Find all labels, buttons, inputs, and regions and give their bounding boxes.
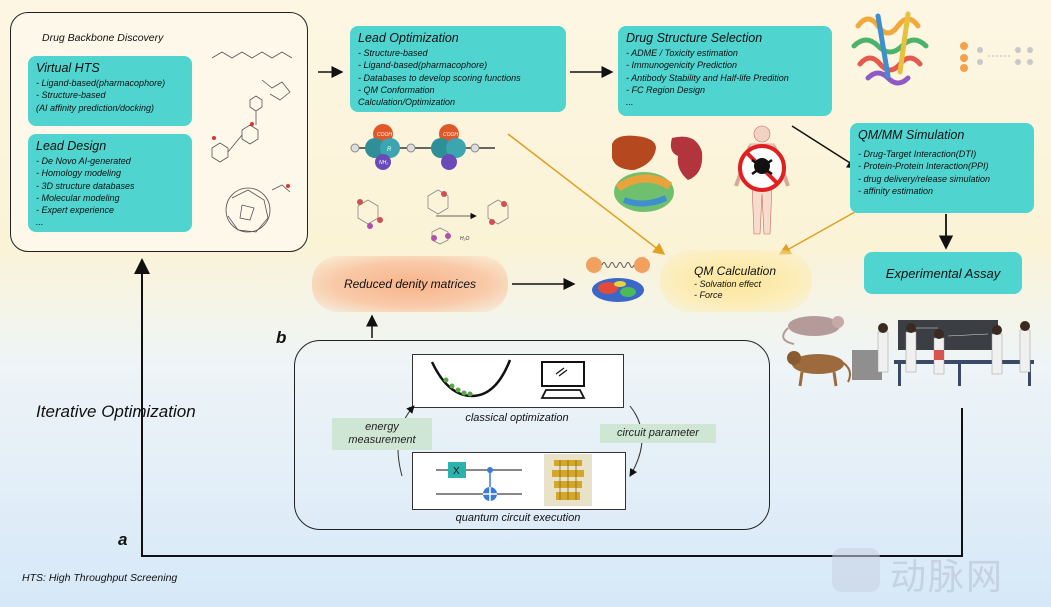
- qmmm-title: QM/MM Simulation: [858, 128, 965, 142]
- lead-optimization-title: Lead Optimization: [358, 31, 459, 45]
- drug-selection-item: - Immunogenicity Prediction: [626, 60, 738, 71]
- molecule-label-cooh: COOH: [377, 132, 392, 138]
- experimental-assay-label: Experimental Assay: [885, 265, 1001, 281]
- drug-selection-item: - FC Region Design: [626, 84, 706, 95]
- energy-measurement-label: energy measurement: [332, 418, 432, 450]
- qmmm-item: - drug delivery/release simulation: [858, 173, 991, 184]
- arrow-lead-to-qm: [507, 133, 666, 255]
- lead-optimization-item: - Databases to develop scoring functions: [358, 72, 521, 83]
- lead-design-item: - Molecular modeling: [36, 192, 120, 203]
- drug-selection-item: - ADME / Toxicity estimation: [626, 48, 738, 58]
- protein-structure-image: [851, 11, 929, 86]
- toxicity-body-illustration: [734, 125, 790, 235]
- lead-design-item: - De Novo AI-generated: [36, 156, 131, 166]
- x-gate-label: X: [453, 466, 460, 477]
- classical-optimization-label: classical optimization: [465, 412, 569, 424]
- qm-calculation-title: QM Calculation: [694, 264, 777, 278]
- interaction-network-icon: [960, 42, 1033, 72]
- watermark-text: 动脉网: [890, 557, 1005, 598]
- lab-animals-illustration: [782, 316, 1034, 387]
- virtual-hts-item: - Structure-based (AI affinity predictio…: [36, 90, 155, 113]
- virtual-hts-box: Virtual HTS - Ligand-based(pharmacophore…: [28, 56, 192, 126]
- computer-icon: [540, 361, 586, 399]
- label-a: a: [118, 530, 128, 549]
- chemical-structures-illustration: [211, 51, 293, 233]
- molecule-label-r: R: [387, 147, 392, 153]
- iterative-optimization-label: Iterative Optimization: [36, 402, 196, 421]
- reduced-density-label: Reduced denity matrices: [343, 277, 477, 291]
- qmmm-box: QM/MM Simulation - Drug-Target Interacti…: [850, 123, 1034, 213]
- drug-selection-title: Drug Structure Selection: [626, 31, 763, 45]
- amino-acid-molecules-icon: COOH COOH R NH₂: [350, 124, 495, 170]
- arrow-selection-to-qmmm: [791, 125, 860, 169]
- experimental-assay-box: Experimental Assay: [864, 252, 1022, 294]
- feedback-arrowhead: [134, 258, 150, 274]
- qm-calculation-item: - Force: [694, 290, 723, 300]
- qmmm-item: - Drug-Target Interaction(DTI): [858, 149, 977, 159]
- lead-optimization-item: - QM Conformation Calculation/Optimizati…: [358, 84, 456, 108]
- quantum-loop-panel: [294, 340, 770, 530]
- qmmm-item: - affinity estimation: [858, 185, 934, 196]
- lead-design-item: - Expert experience: [36, 205, 115, 216]
- qmmm-item: - Protein-Protein Interaction(PPI): [858, 161, 989, 172]
- virtual-hts-item: - Ligand-based(pharmacophore): [36, 78, 166, 88]
- molecule-label-cooh: COOH: [443, 132, 458, 138]
- lead-design-item: - Homology modeling: [36, 168, 122, 179]
- lead-optimization-item: - Ligand-based(pharmacophore): [358, 60, 488, 71]
- quantum-computer-image: [544, 454, 592, 506]
- reduced-density-cloud: Reduced denity matrices: [312, 256, 508, 312]
- feedback-loop-line: [141, 272, 963, 557]
- drug-selection-item: - Antibody Stability and Half-life Predi…: [626, 72, 789, 83]
- lead-design-title: Lead Design: [36, 139, 107, 153]
- lead-design-box: Lead Design - De Novo AI-generated - Hom…: [28, 134, 192, 232]
- molecule-label-h2o: H₂O: [460, 236, 470, 242]
- lead-optimization-item: - Structure-based: [358, 48, 428, 58]
- molecule-label-nh2: NH₂: [379, 160, 388, 166]
- virtual-hts-title: Virtual HTS: [36, 61, 100, 75]
- label-b: b: [276, 328, 287, 347]
- qm-calculation-item: - Solvation effect: [694, 279, 762, 289]
- molecular-surface-icon: [586, 257, 650, 302]
- drug-selection-item: ...: [626, 97, 634, 108]
- circuit-parameter-label: circuit parameter: [600, 424, 716, 443]
- reaction-illustration: H₂O: [357, 189, 509, 245]
- qm-calculation-cloud: QM Calculation - Solvation effect - Forc…: [660, 250, 812, 312]
- quantum-circuit-label: quantum circuit execution: [455, 512, 581, 524]
- lead-optimization-box: Lead Optimization - Structure-based - Li…: [350, 26, 566, 112]
- arrow-qmmm-to-qm: [778, 207, 863, 255]
- organs-illustration: [612, 135, 703, 212]
- watermark-logo-icon: [832, 548, 880, 592]
- energy-curve-icon: [430, 359, 512, 398]
- backbone-title: Drug Backbone Discovery: [42, 32, 164, 44]
- footnote: HTS: High Throughput Screening: [22, 572, 178, 584]
- lead-design-item: - 3D structure databases: [36, 180, 135, 191]
- lead-design-item: ...: [36, 217, 44, 228]
- drug-selection-box: Drug Structure Selection - ADME / Toxici…: [618, 26, 832, 116]
- quantum-circuit-diagram: X: [436, 462, 522, 501]
